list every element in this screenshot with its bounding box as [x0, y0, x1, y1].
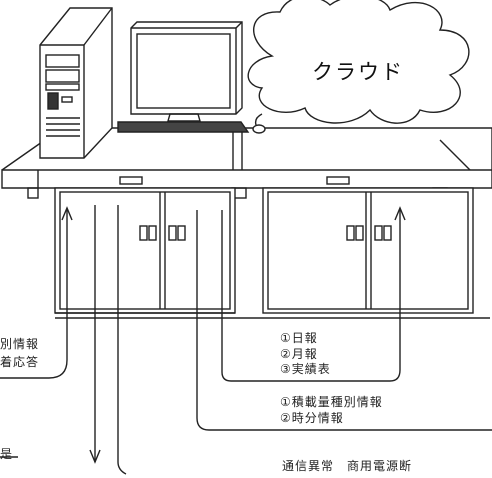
- left-info-label: 別情報: [0, 337, 40, 351]
- cloud-label: クラウド: [312, 60, 404, 84]
- drawer-handle: [119, 176, 143, 185]
- report-results: ③実績表: [280, 362, 331, 376]
- cloud-shape: [247, 0, 470, 124]
- time-info: ②時分情報: [280, 411, 344, 425]
- drawer-handle: [326, 176, 350, 185]
- report-monthly: ②月報: [280, 347, 318, 361]
- loading-type-info: ①積載量種別情報: [280, 395, 383, 409]
- alarm-label: 通信異常 商用電源断: [282, 459, 413, 473]
- left-bottom-label: 是: [0, 447, 14, 461]
- report-daily: ①日報: [280, 331, 318, 345]
- left-response-label: 着応答: [0, 355, 40, 369]
